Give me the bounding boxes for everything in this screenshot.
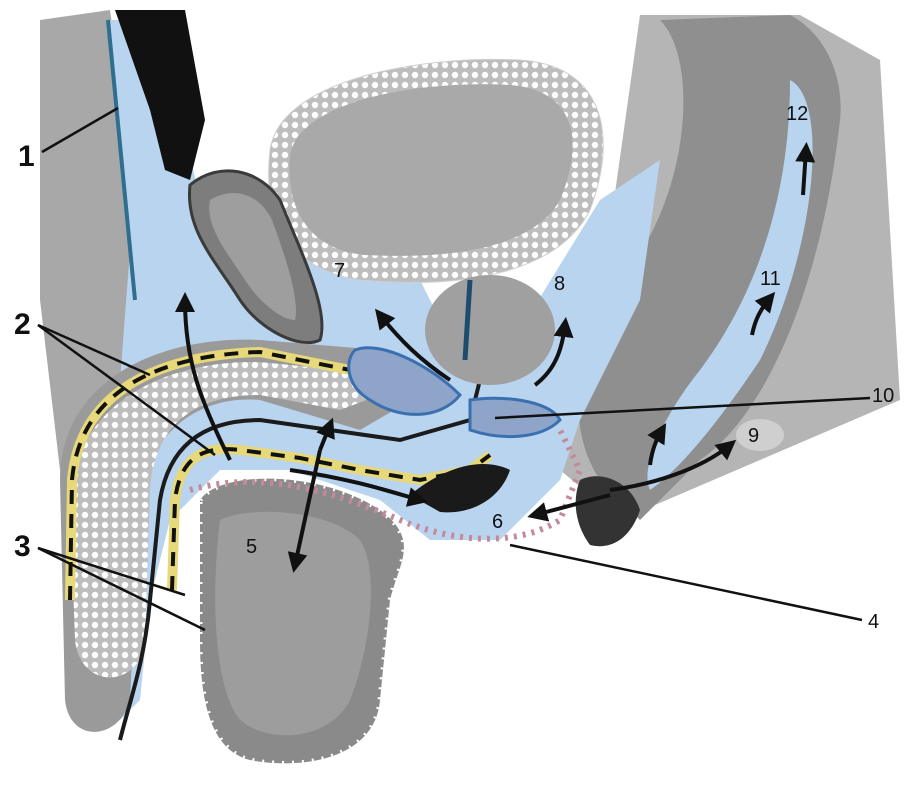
- label-2: 2: [14, 308, 31, 341]
- label-9: 9: [748, 425, 759, 447]
- label-10: 10: [872, 385, 894, 407]
- label-1: 1: [18, 140, 35, 173]
- label-8: 8: [554, 273, 565, 295]
- testis: [215, 512, 371, 735]
- label-6: 6: [492, 511, 503, 533]
- leader-4: [510, 545, 862, 620]
- label-11: 11: [760, 268, 781, 290]
- gland-9: [736, 419, 784, 451]
- label-5: 5: [246, 536, 257, 558]
- label-4: 4: [868, 611, 879, 633]
- label-12: 12: [786, 103, 808, 125]
- prostate: [425, 275, 555, 385]
- label-7: 7: [334, 260, 345, 282]
- label-3: 3: [14, 530, 31, 563]
